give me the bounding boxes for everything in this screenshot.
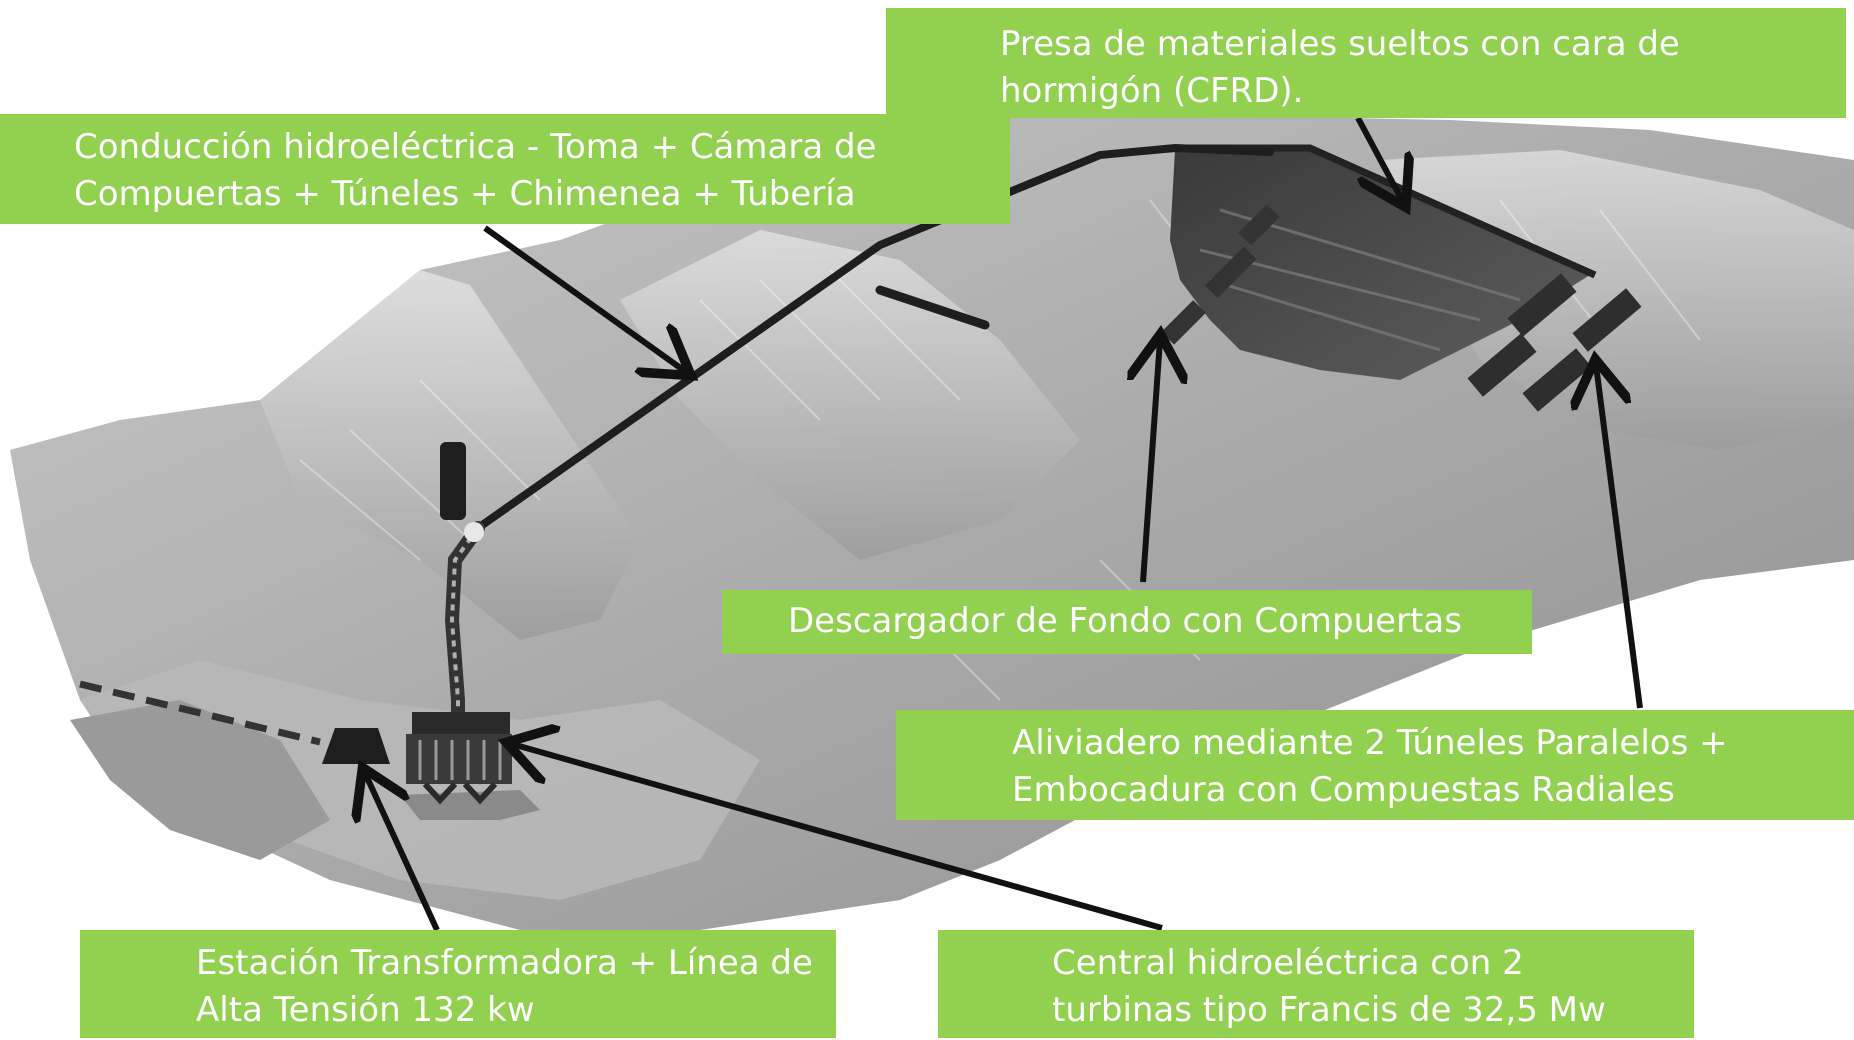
arrow-conduccion (483, 225, 686, 372)
label-conduccion: Conducción hidroeléctrica - Toma + Cámar… (0, 114, 1010, 224)
label-conduccion-line1: Conducción hidroeléctrica - Toma + Cámar… (74, 127, 877, 167)
label-estacion: Estación Transformadora + Línea de Alta … (80, 930, 836, 1038)
arrow-central (512, 744, 1163, 931)
label-descargador-line1: Descargador de Fondo con Compuertas (788, 601, 1462, 641)
label-central: Central hidroeléctrica con 2 turbinas ti… (938, 930, 1694, 1038)
label-conduccion-line2: Compuertas + Túneles + Chimenea + Tuberí… (74, 174, 856, 214)
label-estacion-line2: Alta Tensión 132 kw (196, 990, 535, 1030)
label-aliviadero: Aliviadero mediante 2 Túneles Paralelos … (896, 710, 1854, 820)
reservoir-shape (1170, 150, 1590, 380)
access-tunnel (875, 285, 990, 330)
label-central-line1: Central hidroeléctrica con 2 (1052, 943, 1524, 983)
surge-shaft (440, 442, 466, 520)
arrow-aliviadero (1596, 365, 1643, 709)
label-presa: Presa de materiales sueltos con cara de … (886, 8, 1846, 118)
label-central-line2: turbinas tipo Francis de 32,5 Mw (1052, 990, 1606, 1030)
hv-line (79, 680, 321, 746)
headrace-tunnel (474, 143, 1274, 532)
arrow-presa (1355, 116, 1403, 202)
label-aliviadero-line1: Aliviadero mediante 2 Túneles Paralelos … (1012, 723, 1728, 763)
terrain-ridge-center (620, 230, 1080, 560)
powerhouse (400, 712, 540, 820)
arrow-descargador (1143, 340, 1160, 583)
arrow-estacion (365, 773, 440, 932)
river-area (70, 700, 330, 860)
pointer-arrows (365, 116, 1643, 932)
label-presa-line1: Presa de materiales sueltos con cara de (1000, 24, 1680, 64)
label-descargador: Descargador de Fondo con Compuertas (722, 590, 1532, 654)
label-estacion-line1: Estación Transformadora + Línea de (196, 943, 813, 983)
label-presa-line2: hormigón (CFRD). (1000, 71, 1304, 111)
label-aliviadero-line2: Embocadura con Compuestas Radiales (1012, 770, 1675, 810)
transformer-station (322, 728, 390, 764)
